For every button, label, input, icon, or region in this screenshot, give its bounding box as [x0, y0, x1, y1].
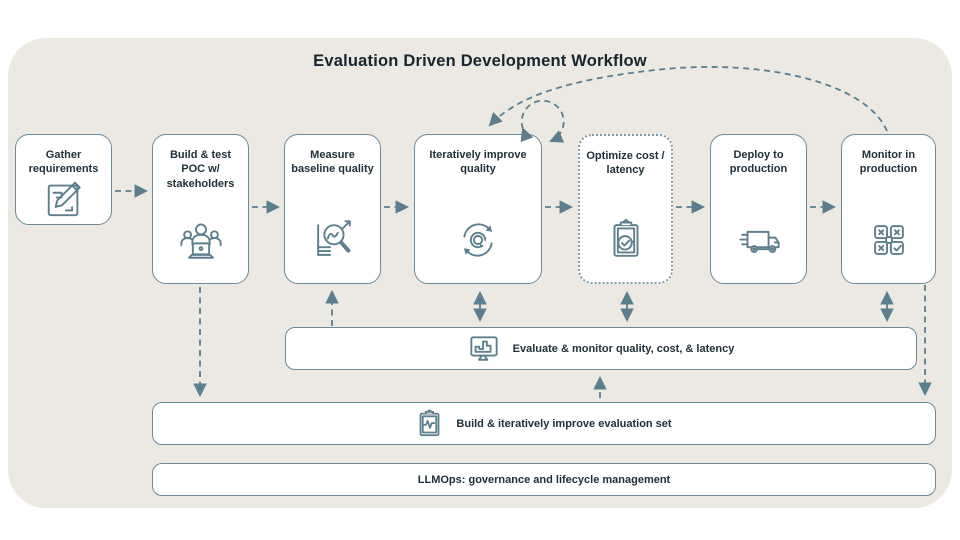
step-label: Measure baseline quality: [291, 149, 374, 176]
clipboard-check-icon: [613, 218, 638, 257]
step-label: Build & test POC w/ stakeholders: [166, 149, 235, 190]
step-monitor-production: Monitor in production: [841, 134, 936, 284]
step-deploy-production: Deploy to production: [710, 134, 807, 284]
step-measure-baseline: Measure baseline quality: [284, 134, 381, 284]
people-laptop-icon: [179, 223, 222, 259]
note-pencil-icon: [47, 181, 81, 216]
bar-label: LLMOps: governance and lifecycle managem…: [417, 473, 671, 486]
clipboard-pulse-icon: [420, 409, 440, 437]
page-title: Evaluation Driven Development Workflow: [313, 52, 647, 70]
step-label: Iteratively improve quality: [429, 149, 527, 176]
bar-label: Evaluate & monitor quality, cost, & late…: [512, 342, 735, 355]
step-label: Optimize cost / latency: [586, 150, 665, 177]
delivery-truck-icon: [738, 230, 780, 254]
chart-magnifier-icon: [316, 220, 351, 256]
dashboard-monitor-icon: [470, 335, 498, 361]
step-label: Monitor in production: [859, 149, 918, 176]
grid-check-icon: [873, 225, 904, 255]
bar-label: Build & iteratively improve evaluation s…: [456, 417, 672, 430]
bar-evaluation-set: Build & iteratively improve evaluation s…: [152, 402, 936, 445]
bar-llmops: LLMOps: governance and lifecycle managem…: [152, 463, 936, 496]
iterate-cycle-icon: [463, 223, 493, 257]
step-optimize-cost-latency: Optimize cost / latency: [578, 134, 673, 284]
step-label: Deploy to production: [729, 149, 788, 176]
bar-evaluate-monitor: Evaluate & monitor quality, cost, & late…: [285, 327, 917, 370]
step-iteratively-improve: Iteratively improve quality: [414, 134, 542, 284]
step-label: Gather requirements: [28, 149, 99, 176]
step-build-test-poc: Build & test POC w/ stakeholders: [152, 134, 249, 284]
step-gather-requirements: Gather requirements: [15, 134, 112, 225]
